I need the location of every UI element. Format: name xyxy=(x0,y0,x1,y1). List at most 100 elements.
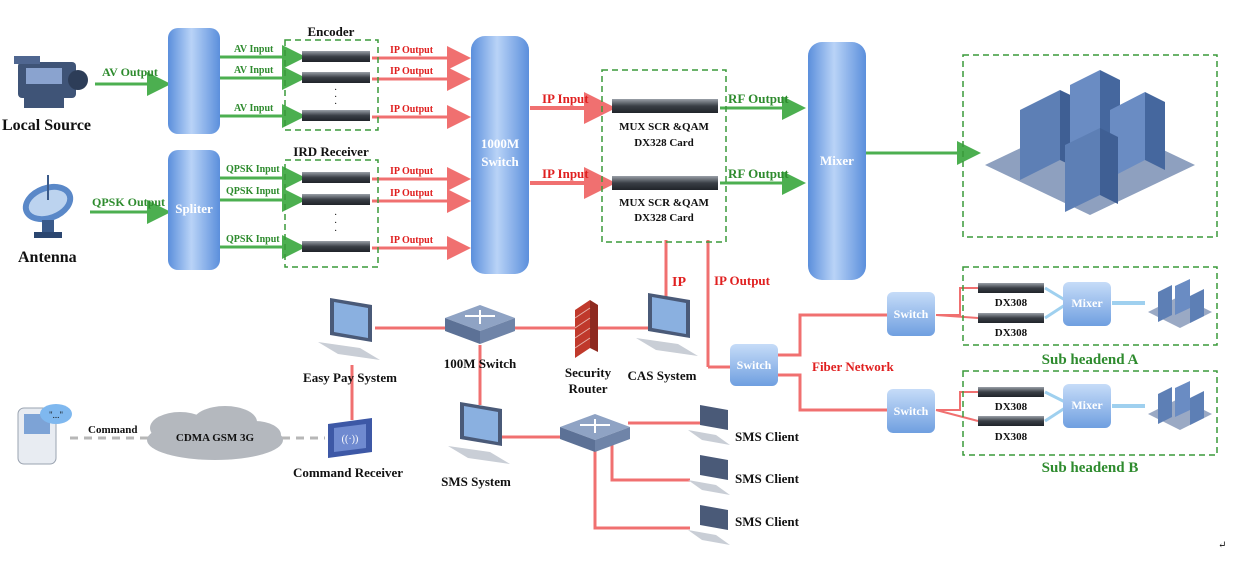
av-input-label-1: AV Input xyxy=(234,44,274,55)
svg-text:·: · xyxy=(334,99,337,110)
ip-output-label-3: IP Output xyxy=(390,104,434,115)
sub-headend-b-box xyxy=(962,370,1218,456)
command-receiver-label: Command Receiver xyxy=(293,465,403,480)
phone-bubble-text: "..." xyxy=(49,410,63,420)
mux-group-box xyxy=(601,69,727,243)
spliter-device xyxy=(168,150,220,270)
sms-system-label: SMS System xyxy=(441,474,511,489)
mux-card-1 xyxy=(612,99,718,113)
ip-output-big-label: IP Output xyxy=(714,273,771,288)
sms-client-label-2: SMS Client xyxy=(735,471,800,486)
dx308-a1-label: DX308 xyxy=(995,297,1028,309)
city-group-box xyxy=(962,54,1218,238)
switch-1000m-label-line2: Switch xyxy=(481,154,519,169)
switch-100m-icon xyxy=(445,305,515,344)
mux-card-2 xyxy=(612,176,718,190)
sms-client-laptop-icon-1 xyxy=(688,405,730,445)
dx308-b2 xyxy=(978,416,1044,426)
cas-system-label: CAS System xyxy=(628,368,697,383)
svg-text:·: · xyxy=(334,85,337,96)
dx308-a1 xyxy=(978,283,1044,293)
switch-100m-label: 100M Switch xyxy=(444,356,517,371)
sms-system-computer-icon xyxy=(448,402,510,464)
dx308-b1 xyxy=(978,387,1044,397)
ip-output-label-2: IP Output xyxy=(390,66,434,77)
mux-card-2-line1: MUX SCR &QAM xyxy=(619,197,709,209)
ird-receiver-title: IRD Receiver xyxy=(293,144,369,159)
cas-computer-icon xyxy=(636,293,698,356)
city-a-icon xyxy=(1148,279,1212,328)
sub-headend-a-label: Sub headend A xyxy=(1042,352,1139,368)
av-output-label: AV Output xyxy=(102,65,158,79)
cloud-icon xyxy=(147,406,283,460)
sub-switch-a-label: Switch xyxy=(894,307,929,321)
dashed-groups xyxy=(284,39,1218,456)
av-input-label-3: AV Input xyxy=(234,103,274,114)
sub-headend-a-box xyxy=(962,266,1218,346)
fiber-network-label: Fiber Network xyxy=(812,359,894,374)
encoder-title: Encoder xyxy=(308,24,355,39)
av-input-label-2: AV Input xyxy=(234,65,274,76)
security-router-label-line2: Router xyxy=(569,381,608,396)
fiber-switch-label: Switch xyxy=(737,358,772,372)
mux-card-1-line2: DX328 Card xyxy=(634,137,694,149)
encoder-group-box xyxy=(284,39,379,131)
sub-switch-b xyxy=(887,389,935,433)
mixer-main-label: Mixer xyxy=(820,153,854,168)
easy-pay-system-label: Easy Pay System xyxy=(303,370,397,385)
sms-switch-icon xyxy=(560,414,630,452)
dx308-a2 xyxy=(978,313,1044,323)
sms-client-laptop-icon-2 xyxy=(688,455,730,495)
mixer-a xyxy=(1063,282,1111,326)
sms-client-laptop-icon-3 xyxy=(688,505,730,545)
dx308-a2-label: DX308 xyxy=(995,327,1028,339)
mixer-b-label: Mixer xyxy=(1071,398,1103,412)
ip-output-label-1: IP Output xyxy=(390,45,434,56)
ip-input-label-2: IP Input xyxy=(542,166,589,181)
qpsk-input-label-3: QPSK Input xyxy=(226,234,280,245)
command-receiver-signal-icon: ((·)) xyxy=(342,434,359,445)
local-source-label: Local Source xyxy=(2,117,91,134)
firewall-icon xyxy=(574,300,598,358)
sms-client-label-3: SMS Client xyxy=(735,514,800,529)
return-glyph: ↵ xyxy=(1218,540,1226,551)
local-source-icon xyxy=(14,56,88,108)
splitter-top xyxy=(168,28,220,134)
command-label: Command xyxy=(88,424,138,436)
rf-output-label-2: RF Output xyxy=(728,166,789,181)
qpsk-input-label-1: QPSK Input xyxy=(226,164,280,175)
switch-1000m-label-line1: 1000M xyxy=(481,136,519,151)
svg-text:·: · xyxy=(334,218,337,229)
mux-card-2-line2: DX328 Card xyxy=(634,212,694,224)
easy-pay-computer-icon xyxy=(318,298,380,360)
sub-headend-b-label: Sub headend B xyxy=(1042,460,1139,476)
mixer-main xyxy=(808,42,866,280)
svg-text:·: · xyxy=(334,210,337,221)
ip-output-label-4: IP Output xyxy=(390,166,434,177)
switch-1000m xyxy=(471,36,529,274)
svg-text:·: · xyxy=(334,226,337,237)
ip-label: IP xyxy=(672,275,686,290)
phone-icon xyxy=(17,404,72,465)
dx308-b1-label: DX308 xyxy=(995,401,1028,413)
antenna-label: Antenna xyxy=(18,249,77,266)
sub-switch-a xyxy=(887,292,935,336)
cdma-gsm-3g-label: CDMA GSM 3G xyxy=(176,432,255,444)
sms-client-label-1: SMS Client xyxy=(735,429,800,444)
mux-card-1-line1: MUX SCR &QAM xyxy=(619,121,709,133)
fiber-switch xyxy=(730,344,778,386)
city-b-icon xyxy=(1148,381,1212,430)
ip-output-label-5: IP Output xyxy=(390,188,434,199)
mixer-a-label: Mixer xyxy=(1071,296,1103,310)
spliter-label: Spliter xyxy=(175,201,213,216)
city-buildings-icon xyxy=(985,70,1195,215)
command-receiver-icon xyxy=(328,418,372,458)
qpsk-output-label: QPSK Output xyxy=(92,195,165,209)
mixer-b xyxy=(1063,384,1111,428)
rf-output-label-1: RF Output xyxy=(728,91,789,106)
dx308-b2-label: DX308 xyxy=(995,431,1028,443)
ird-units: · · · xyxy=(302,172,370,252)
svg-text:·: · xyxy=(334,92,337,103)
ip-output-label-6: IP Output xyxy=(390,235,434,246)
